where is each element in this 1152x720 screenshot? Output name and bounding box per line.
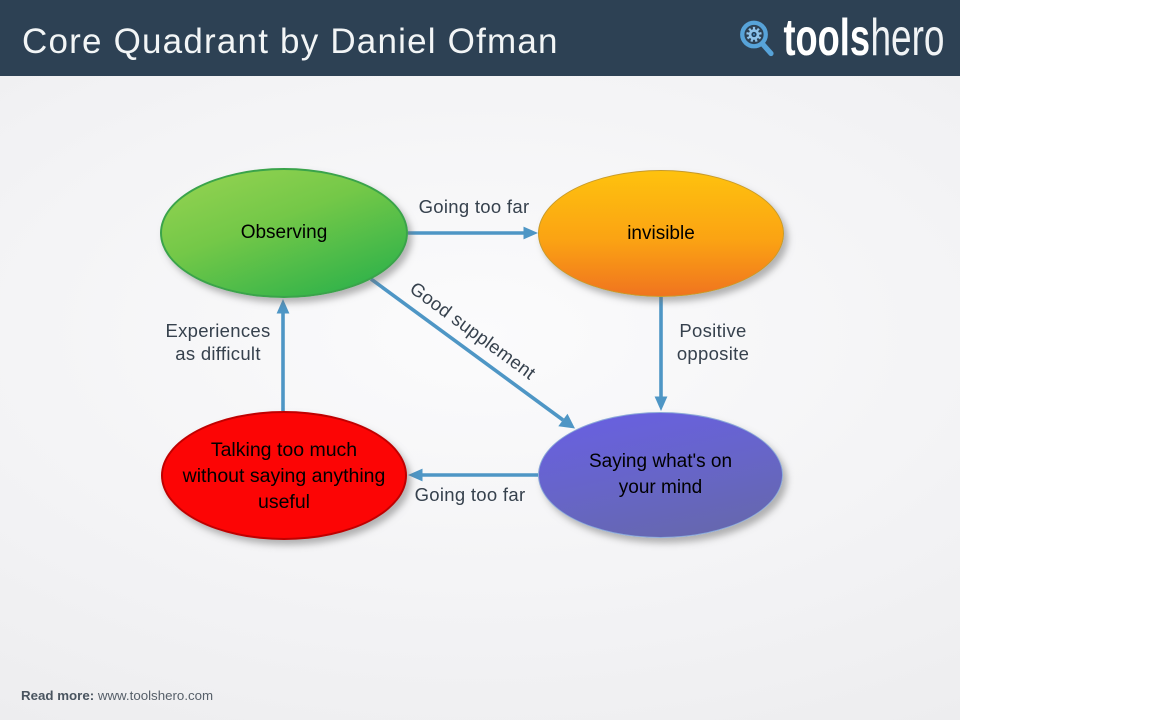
- svg-text:hero: hero: [871, 9, 945, 67]
- svg-text:tools: tools: [784, 9, 871, 67]
